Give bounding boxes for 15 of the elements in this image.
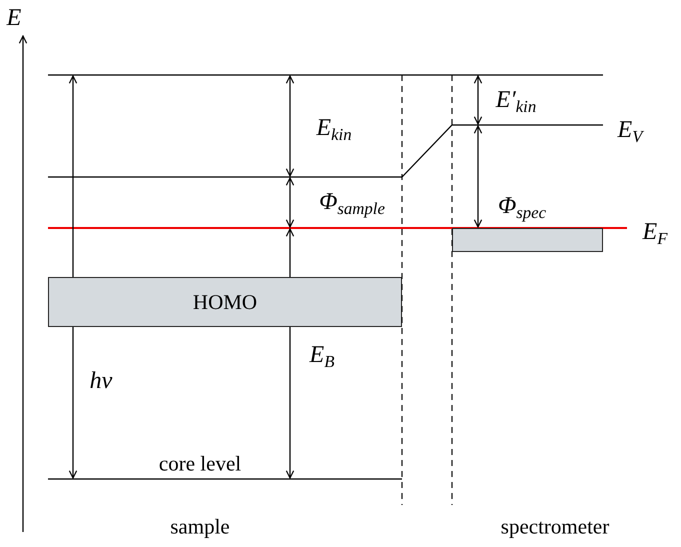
region-label: spectrometer (500, 516, 610, 538)
axis-label: E (6, 6, 22, 30)
energy-label: E$_{kin}$ (316, 116, 352, 144)
energy-label: Φ$_{sample}$ (319, 190, 385, 218)
region-label: sample (170, 516, 230, 538)
energy-label: E′$_{kin}$ (496, 88, 536, 116)
level-label: core level (158, 454, 242, 474)
energy-band (452, 228, 603, 252)
energy-label: E$_{B}$ (310, 343, 334, 371)
energy-label: Φ$_{spec}$ (498, 194, 546, 222)
energy-label: E$_{F}$ (642, 220, 668, 248)
band-label: HOMO (192, 290, 258, 314)
energy-label: E$_{V}$ (618, 118, 642, 146)
orbital-band (48, 277, 402, 327)
energy-label: hν (90, 369, 112, 393)
